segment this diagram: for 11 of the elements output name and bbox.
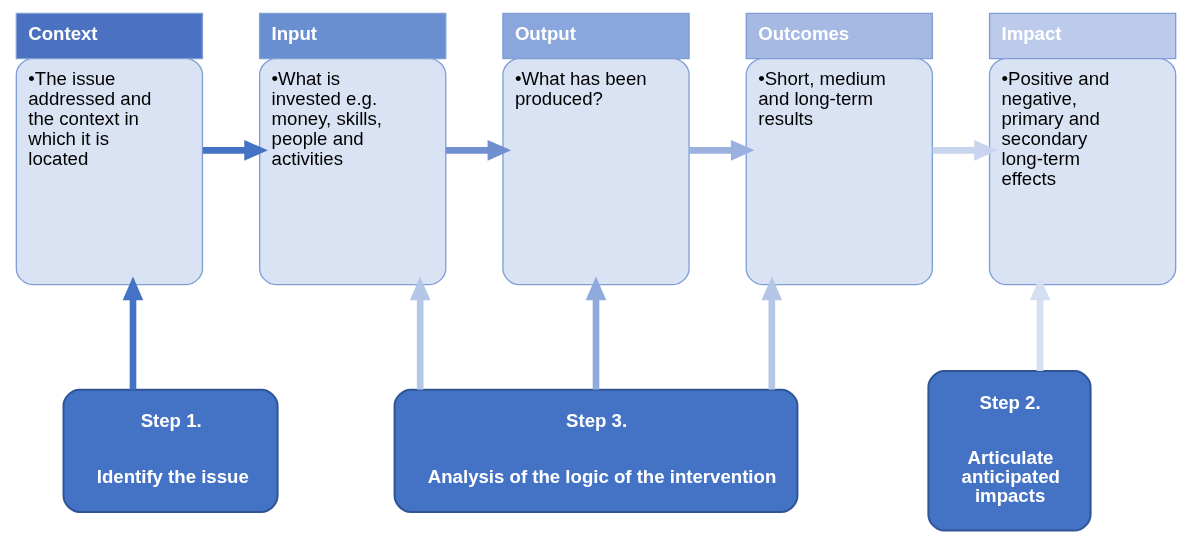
arrow xyxy=(202,140,268,161)
arrow xyxy=(585,276,607,390)
arrow xyxy=(409,276,431,390)
arrow xyxy=(689,140,755,161)
arrow xyxy=(932,140,998,161)
arrow xyxy=(122,276,144,390)
node-box: Step 2. Articulate anticipated impacts xyxy=(927,370,1092,532)
node-box: Step 3. Analysis of the logic of the intervention xyxy=(393,388,799,513)
node-box: Step 1. Identify the issue xyxy=(62,388,279,513)
arrow xyxy=(761,276,783,390)
arrow xyxy=(446,140,512,161)
